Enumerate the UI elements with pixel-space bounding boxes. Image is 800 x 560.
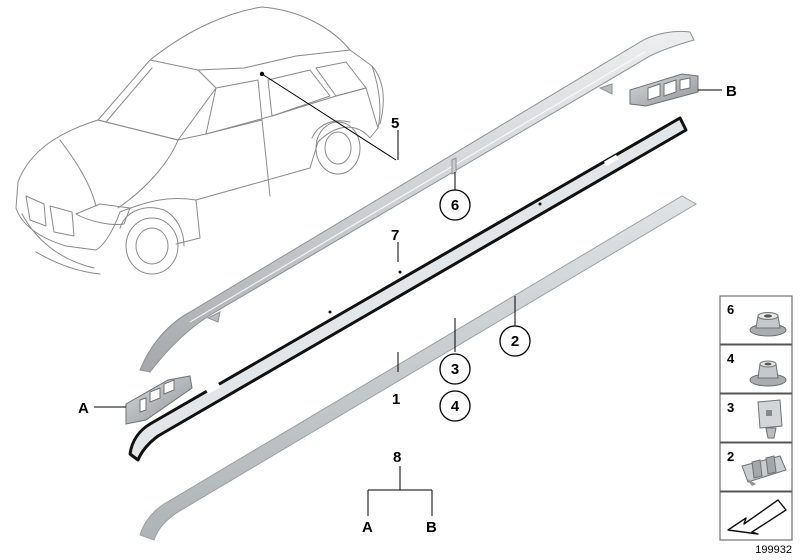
bracket-b — [629, 73, 699, 107]
callout-2-circle: 2 — [499, 325, 531, 357]
callout-3: 3 — [451, 361, 459, 378]
legend-item-arrow — [719, 491, 793, 541]
legend-item-3: 3 — [719, 393, 793, 443]
callout-1: 1 — [392, 391, 400, 408]
diagram-number: 199932 — [755, 544, 792, 556]
callout-4: 4 — [451, 398, 460, 415]
nut-6-icon — [749, 312, 787, 337]
car-illustration — [15, 6, 384, 275]
legend-number-4: 4 — [727, 351, 735, 366]
nut-4-icon — [749, 360, 787, 387]
legend-item-6: 6 — [719, 295, 793, 345]
callout-4-circle: 4 — [439, 390, 471, 422]
legend-number-3: 3 — [727, 400, 734, 415]
callout-6: 6 — [451, 197, 459, 214]
callout-3-circle: 3 — [439, 353, 471, 385]
bracket-a — [125, 375, 193, 425]
callout-6-circle: 6 — [439, 189, 471, 221]
callout-2: 2 — [511, 333, 519, 350]
legend-item-4: 4 — [719, 344, 793, 394]
trim-strip — [139, 195, 697, 541]
callout-8: 8 — [393, 449, 401, 466]
callout-7: 7 — [391, 227, 399, 244]
legend-number-6: 6 — [727, 302, 734, 317]
roof-rail — [139, 30, 695, 373]
legend: 6 4 3 — [719, 295, 793, 541]
callout-a: A — [78, 400, 89, 417]
arrow-icon — [727, 499, 787, 535]
clip-3-icon — [757, 399, 783, 439]
callout-b: B — [726, 83, 737, 100]
callout-5: 5 — [391, 115, 399, 132]
legend-number-2: 2 — [727, 449, 734, 464]
clip-2-icon — [741, 455, 787, 486]
legend-item-2: 2 — [719, 442, 793, 492]
callout-8-a: A — [362, 519, 373, 536]
callout-8-b: B — [426, 519, 437, 536]
leader-lines — [94, 73, 722, 516]
rail-gasket — [128, 116, 688, 462]
